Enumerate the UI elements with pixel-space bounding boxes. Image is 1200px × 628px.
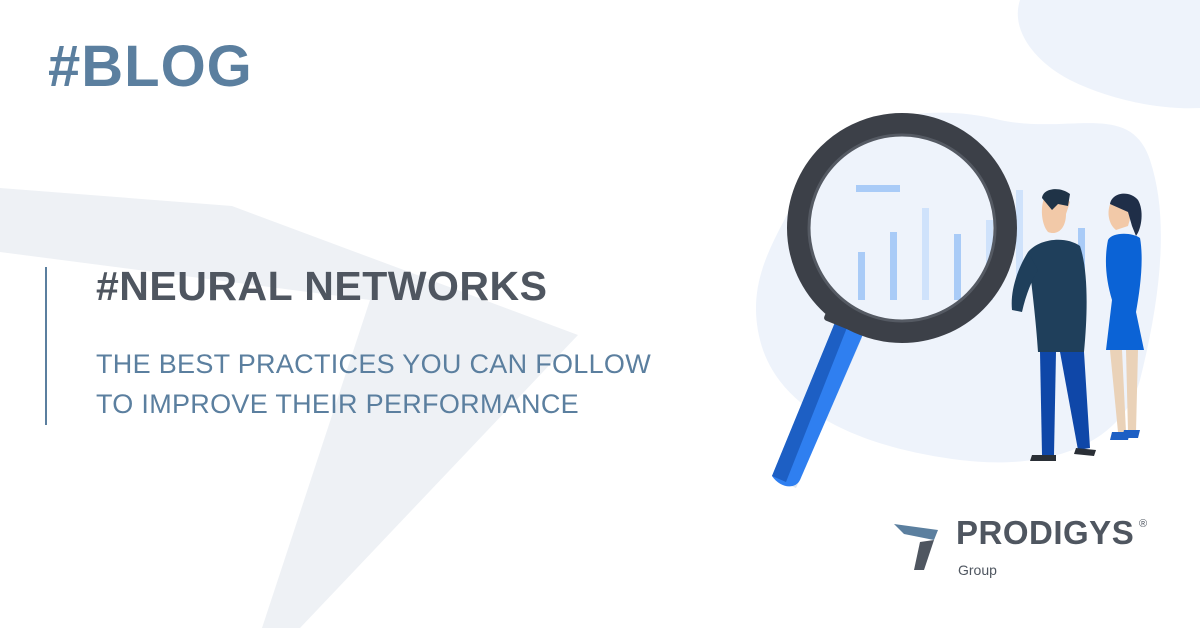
prodigys-logo[interactable]: PRODIGYS ® Group [894,516,1164,586]
man-figure-icon [1011,189,1096,461]
woman-figure-icon [1105,193,1144,440]
magnifying-glass-icon [772,113,1017,488]
brand-name: PRODIGYS [956,514,1135,551]
article-subtitle: THE BEST PRACTICES YOU CAN FOLLOW TO IMP… [96,344,651,424]
prodigys-logo-mark-icon [894,524,938,570]
registered-mark: ® [1139,518,1148,530]
article-topic: #NEURAL NETWORKS [96,263,548,309]
top-right-blob [1017,0,1200,109]
brand-subtitle: Group [958,562,997,578]
accent-bar [45,267,47,425]
subtitle-line: TO IMPROVE THEIR PERFORMANCE [96,389,579,419]
search-analytics-illustration [755,0,1200,488]
blog-tag: #BLOG [48,34,253,99]
subtitle-line: THE BEST PRACTICES YOU CAN FOLLOW [96,349,652,379]
